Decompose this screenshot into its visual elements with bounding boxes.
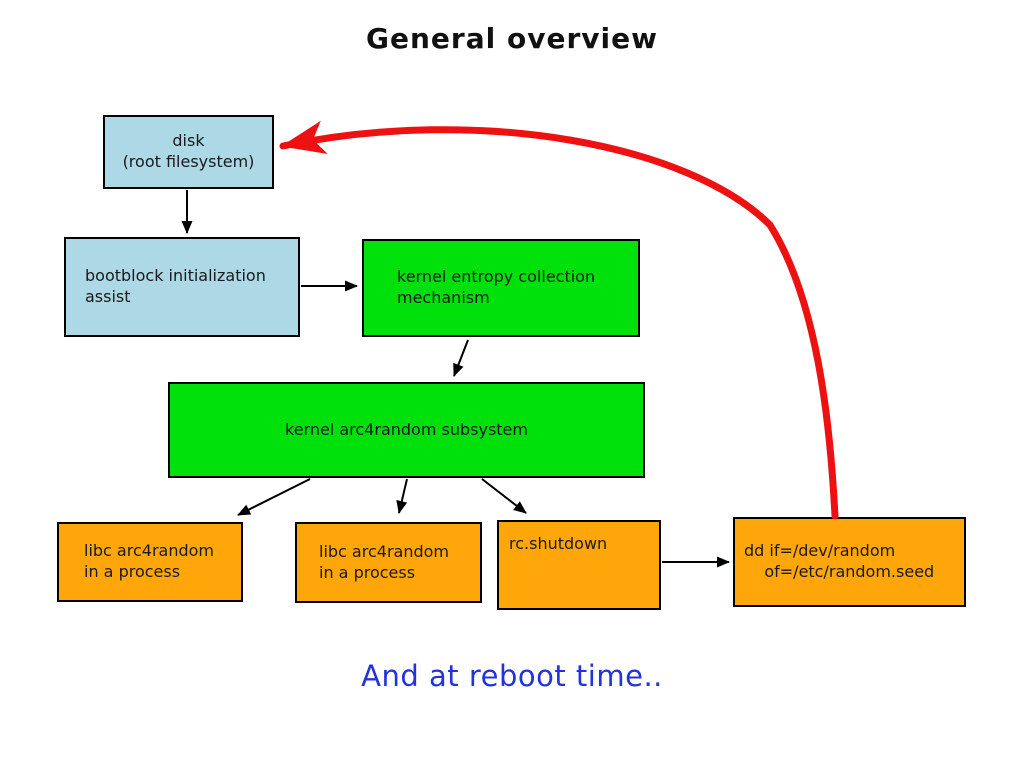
rc-shutdown-box: rc.shutdown xyxy=(497,520,661,610)
arrow-entropy-to-arc4random xyxy=(453,339,469,377)
disk-box-label: disk (root filesystem) xyxy=(122,131,255,171)
kernel-entropy-box-label: kernel entropy collection mechanism xyxy=(397,267,596,307)
reboot-caption: And at reboot time.. xyxy=(361,659,663,693)
bootblock-box-label: bootblock initialization assist xyxy=(85,266,266,306)
arc4random-subsystem-box: kernel arc4random subsystem xyxy=(168,382,645,478)
arrow-arc4random-to-rcshutdown xyxy=(481,478,527,514)
arrow-arc4random-to-libc2 xyxy=(396,478,408,514)
dd-command-box: dd if=/dev/random of=/etc/random.seed xyxy=(733,517,966,607)
libc-process-box-2: libc arc4random in a process xyxy=(295,522,482,603)
arrow-arc4random-to-libc1 xyxy=(237,478,311,516)
libc-process-box-1-label: libc arc4random in a process xyxy=(84,541,214,581)
libc-process-box-1: libc arc4random in a process xyxy=(57,522,243,602)
arc4random-subsystem-box-label: kernel arc4random subsystem xyxy=(285,419,528,439)
kernel-entropy-box: kernel entropy collection mechanism xyxy=(362,239,640,337)
rc-shutdown-box-label: rc.shutdown xyxy=(509,534,608,553)
bootblock-box: bootblock initialization assist xyxy=(64,237,300,337)
dd-command-box-label: dd if=/dev/random of=/etc/random.seed xyxy=(744,541,935,581)
disk-box: disk (root filesystem) xyxy=(103,115,274,189)
libc-process-box-2-label: libc arc4random in a process xyxy=(319,541,449,582)
page-title: General overview xyxy=(366,22,658,55)
